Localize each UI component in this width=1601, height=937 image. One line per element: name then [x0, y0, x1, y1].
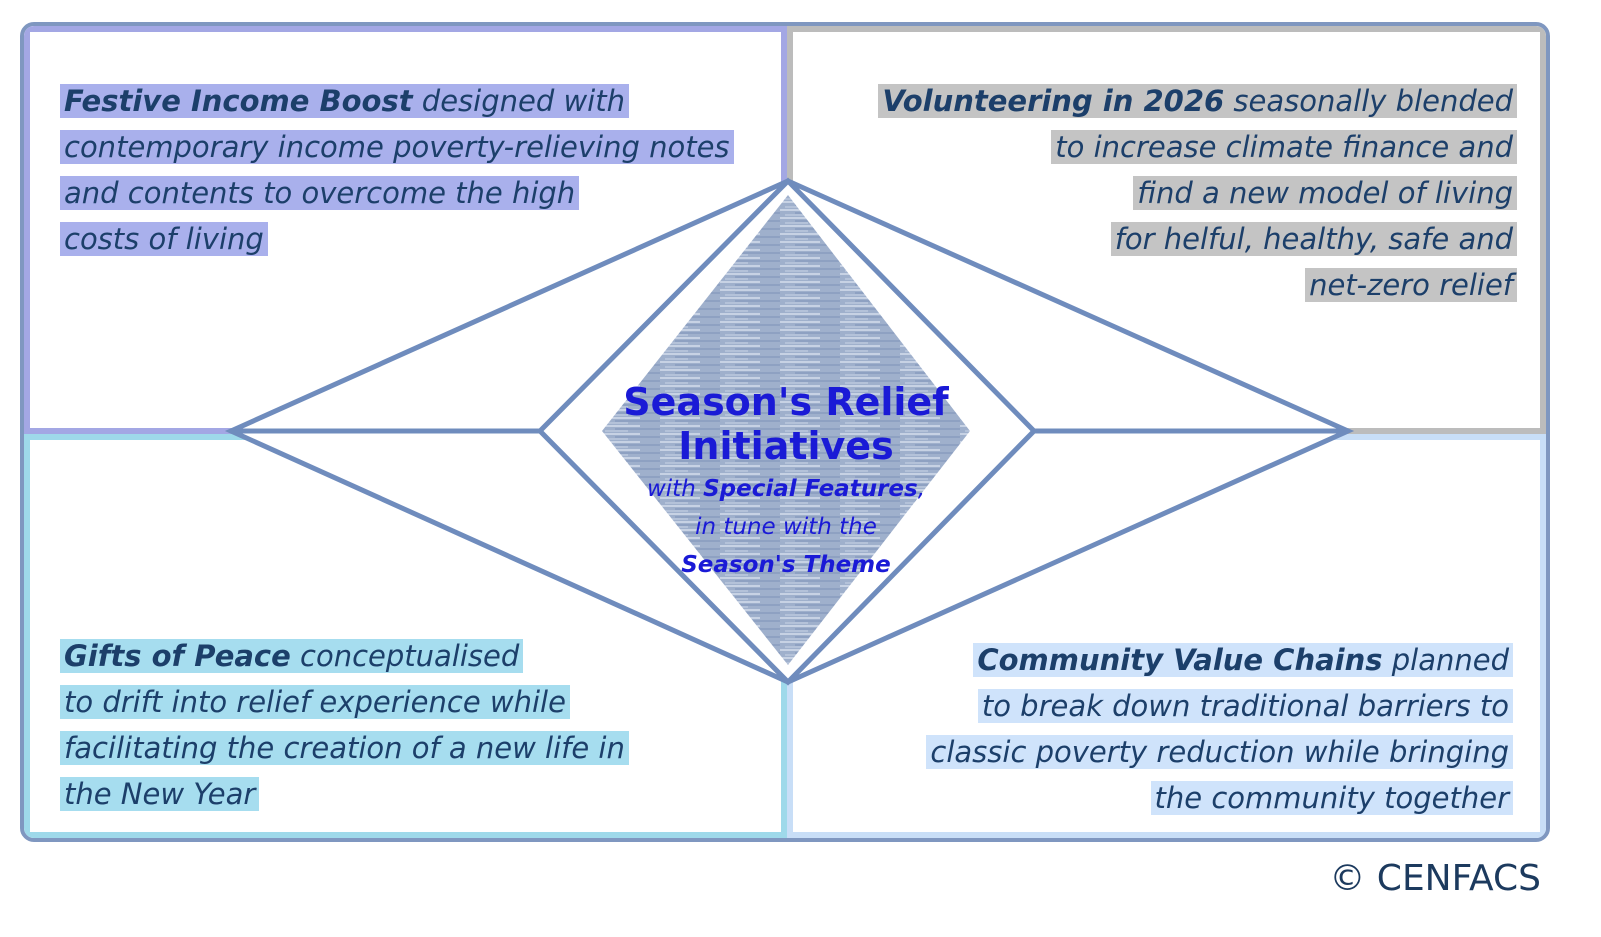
blurb-title: Volunteering in 2026: [882, 84, 1225, 118]
core-diamond: [602, 195, 970, 665]
copyright-notice: © CENFACS: [1329, 858, 1541, 899]
blurb-festive-income-boost: Festive Income Boost designed with conte…: [60, 78, 780, 262]
blurb-volunteering-2026: Volunteering in 2026 seasonally blended …: [837, 78, 1517, 308]
center-title: Season's Relief Initiatives: [623, 380, 949, 468]
blurb-community-value-chains: Community Value Chains planned to break …: [833, 637, 1513, 821]
blurb-gifts-of-peace: Gifts of Peace conceptualised to drift i…: [60, 633, 700, 817]
center-label: Season's Relief Initiatives with Special…: [586, 380, 986, 584]
blurb-title: Gifts of Peace: [64, 639, 291, 673]
blurb-title: Festive Income Boost: [64, 84, 413, 118]
center-subtitle: with Special Features, in tune with the …: [646, 476, 926, 578]
blurb-title: Community Value Chains: [977, 643, 1383, 677]
